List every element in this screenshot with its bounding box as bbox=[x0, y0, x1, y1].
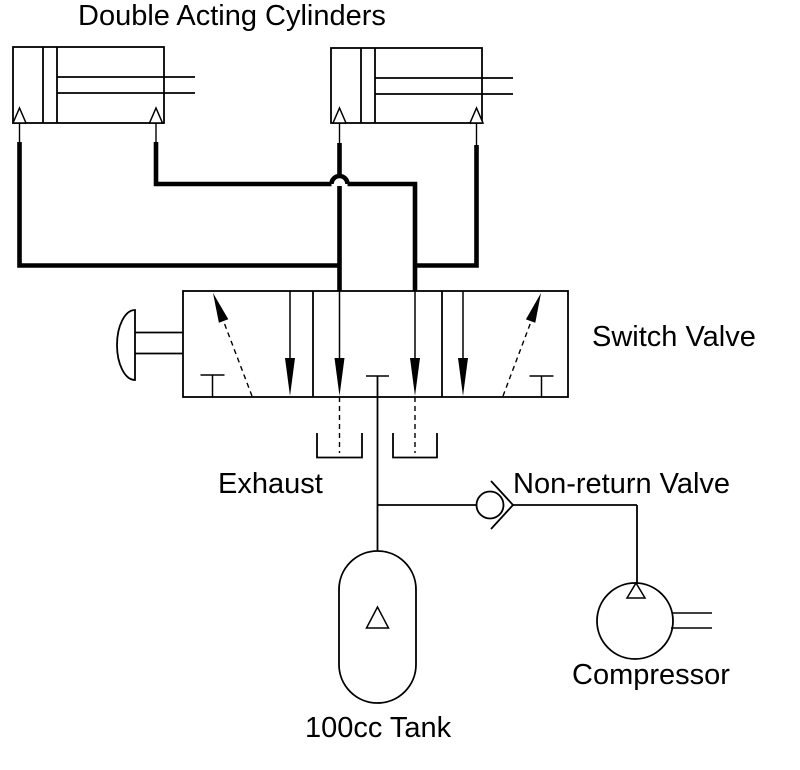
non-return-valve bbox=[475, 480, 638, 583]
exhaust-cup bbox=[316, 433, 363, 459]
exhaust-ports bbox=[316, 397, 438, 459]
down-arrowhead bbox=[334, 358, 345, 396]
tubing-circuit-b bbox=[153, 123, 479, 293]
valve-right-position bbox=[502, 293, 554, 397]
diagonal-arrowhead bbox=[525, 293, 541, 323]
compressor bbox=[596, 581, 712, 660]
line-crossing-hop bbox=[329, 173, 350, 185]
check-ball bbox=[475, 490, 505, 520]
air-tank bbox=[338, 550, 417, 704]
switch-valve bbox=[182, 290, 569, 398]
hop-mask bbox=[331, 178, 348, 186]
non-return-valve-label: Non-return Valve bbox=[513, 468, 730, 500]
hose-b-right bbox=[415, 145, 479, 268]
valve-left-position bbox=[200, 293, 253, 397]
double-acting-cylinder-right bbox=[330, 47, 513, 124]
down-arrowhead bbox=[285, 358, 295, 396]
exhaust-cup bbox=[392, 433, 438, 459]
hose-b-down-to-valve bbox=[347, 181, 418, 293]
double-acting-cylinder-left bbox=[11, 46, 195, 124]
outlet-triangle bbox=[625, 581, 647, 599]
tank-label: 100cc Tank bbox=[305, 712, 452, 744]
hose-a-left bbox=[17, 142, 340, 268]
valve-down-arrows bbox=[285, 291, 468, 396]
compressor-body bbox=[596, 582, 674, 660]
switch-valve-label: Switch Valve bbox=[592, 321, 756, 353]
title-double-acting-cylinders: Double Acting Cylinders bbox=[78, 0, 386, 32]
tank-triangle bbox=[365, 605, 390, 629]
hose-b-left bbox=[153, 142, 332, 187]
diagonal-arrowhead bbox=[213, 293, 229, 323]
down-arrowhead bbox=[458, 358, 468, 396]
down-arrowhead bbox=[410, 358, 420, 396]
cylinder-body bbox=[12, 46, 165, 124]
diagonal-flow-line bbox=[502, 318, 533, 397]
mushroom-button bbox=[116, 309, 136, 381]
exhaust-label: Exhaust bbox=[218, 468, 323, 500]
push-button-actuator bbox=[116, 309, 183, 381]
diagonal-flow-line bbox=[221, 318, 253, 397]
valve-body bbox=[182, 290, 569, 398]
compressor-label: Compressor bbox=[572, 659, 730, 691]
supply-line bbox=[376, 376, 477, 551]
cylinder-body bbox=[330, 47, 483, 124]
tubing-circuit-a bbox=[17, 123, 342, 293]
